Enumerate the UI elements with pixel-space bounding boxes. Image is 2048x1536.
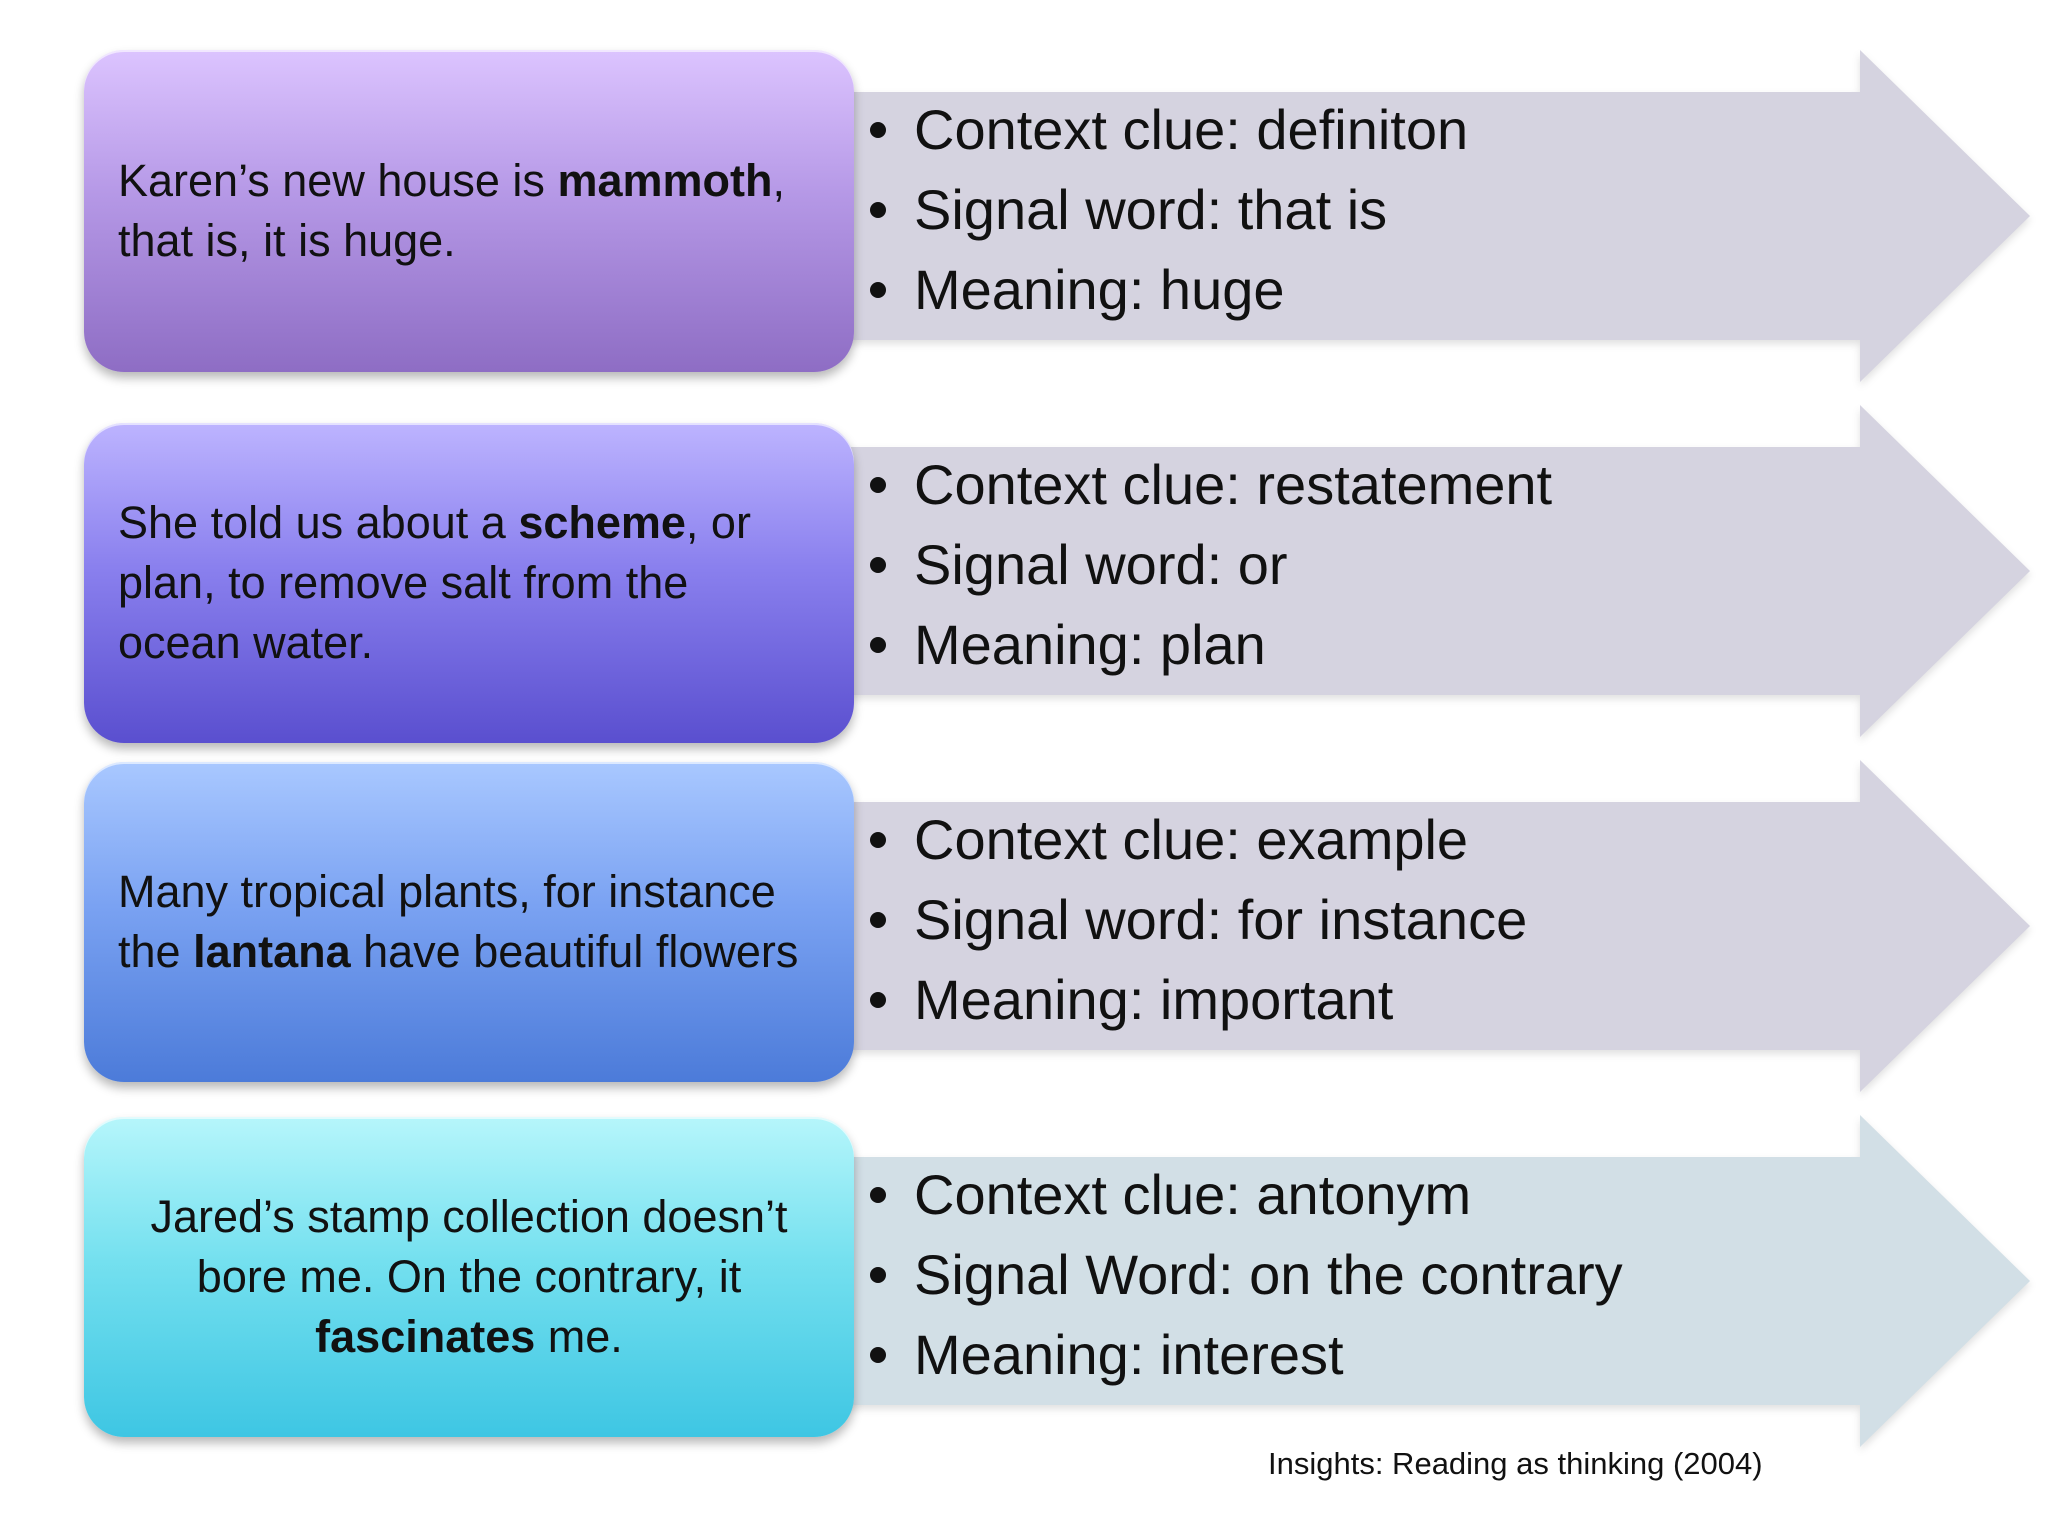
target-word: mammoth <box>557 155 773 206</box>
context-clue-item: Context clue: definiton <box>866 90 1468 170</box>
sentence-text: She told us about a scheme, or plan, to … <box>118 493 820 673</box>
meaning-item: Meaning: interest <box>866 1315 1623 1395</box>
arrow-shape <box>840 50 2030 382</box>
signal-word-item: Signal Word: on the contrary <box>866 1235 1623 1315</box>
meaning-item: Meaning: plan <box>866 605 1552 685</box>
context-clue-item: Context clue: example <box>866 800 1527 880</box>
sentence-part: , or plan, to remove salt from the ocean… <box>118 497 751 668</box>
sentence-part: Many tropical plants, for instance the <box>118 866 776 977</box>
sentence-box: Jared’s stamp collection doesn’t bore me… <box>84 1117 854 1437</box>
sentence-box: Karen’s new house is mammoth, that is, i… <box>84 50 854 372</box>
target-word: fascinates <box>315 1311 536 1362</box>
clue-bullets: Context clue: example Signal word: for i… <box>866 800 1527 1040</box>
clue-bullets: Context clue: antonym Signal Word: on th… <box>866 1155 1623 1395</box>
sentence-part: me. <box>535 1311 623 1362</box>
target-word: lantana <box>193 926 351 977</box>
context-clue-item: Context clue: restatement <box>866 445 1552 525</box>
target-word: scheme <box>518 497 686 548</box>
sentence-part: Karen’s new house is <box>118 155 558 206</box>
sentence-part: She told us about a <box>118 497 519 548</box>
citation: Insights: Reading as thinking (2004) <box>1268 1446 1763 1481</box>
signal-word-item: Signal word: that is <box>866 170 1468 250</box>
context-clue-item: Context clue: antonym <box>866 1155 1623 1235</box>
signal-word-item: Signal word: for instance <box>866 880 1527 960</box>
sentence-text: Karen’s new house is mammoth, that is, i… <box>118 151 820 271</box>
meaning-item: Meaning: huge <box>866 250 1468 330</box>
sentence-part: Jared’s stamp collection doesn’t bore me… <box>150 1191 788 1302</box>
sentence-part: , that is, it is huge. <box>118 155 785 266</box>
sentence-box: Many tropical plants, for instance the l… <box>84 762 854 1082</box>
meaning-item: Meaning: important <box>866 960 1527 1040</box>
arrow-shape <box>840 405 2030 737</box>
sentence-text: Jared’s stamp collection doesn’t bore me… <box>118 1187 820 1367</box>
clue-bullets: Context clue: definiton Signal word: tha… <box>866 90 1468 330</box>
arrow-shape <box>840 760 2030 1092</box>
sentence-part: have beautiful flowers <box>350 926 799 977</box>
sentence-text: Many tropical plants, for instance the l… <box>118 862 820 982</box>
sentence-box: She told us about a scheme, or plan, to … <box>84 423 854 743</box>
signal-word-item: Signal word: or <box>866 525 1552 605</box>
clue-bullets: Context clue: restatement Signal word: o… <box>866 445 1552 685</box>
arrow-shape <box>840 1115 2030 1447</box>
